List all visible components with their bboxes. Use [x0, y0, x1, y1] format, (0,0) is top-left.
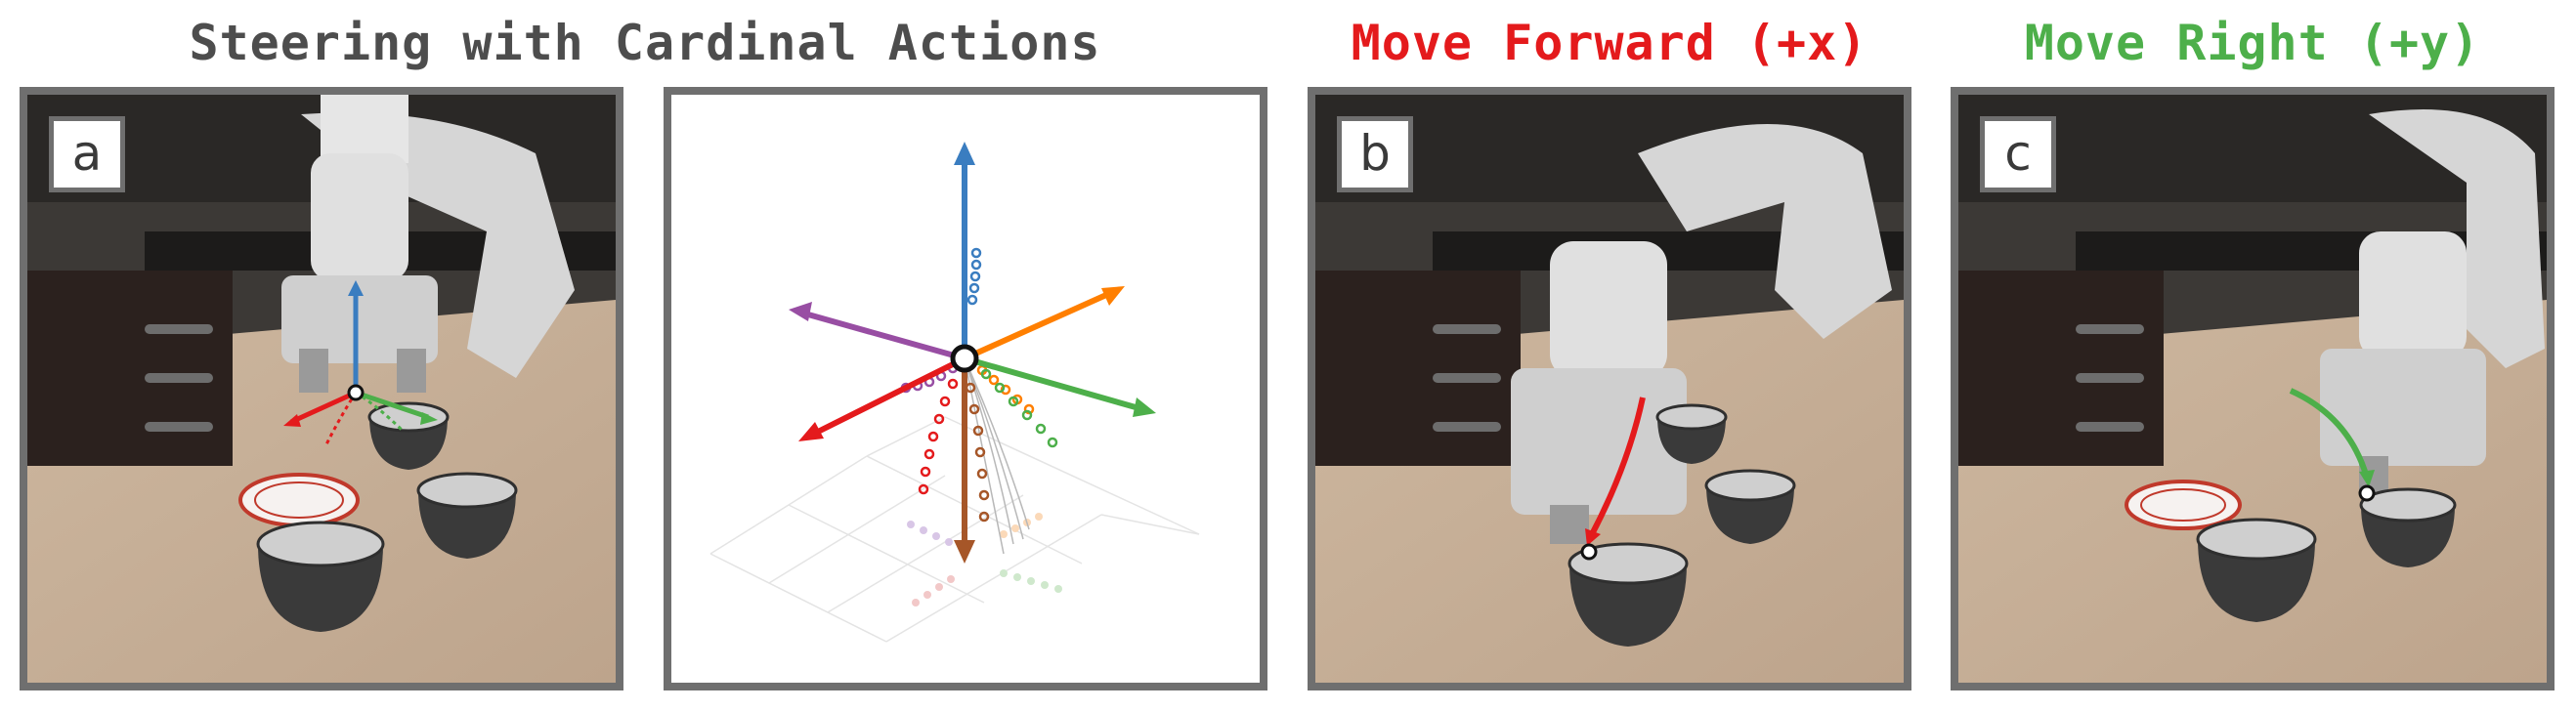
panel-b-scene: b: [1308, 87, 1911, 690]
panel-c-scene: c: [1951, 87, 2555, 690]
panel-label-c: c: [1980, 116, 2056, 192]
cardinal-arrows-plot: [671, 95, 1260, 683]
panel-label-a: a: [49, 116, 125, 192]
scene-c-image: [1958, 95, 2547, 683]
scene-b-image: [1315, 95, 1904, 683]
scene-a-image: [27, 95, 616, 683]
panel-label-b: b: [1337, 116, 1413, 192]
panel-a-scene: a: [20, 87, 623, 690]
title-move-right: Move Right (+y): [2024, 15, 2481, 71]
title-steering: Steering with Cardinal Actions: [189, 15, 1101, 71]
panel-action-arrows-plot: [664, 87, 1267, 690]
title-move-forward: Move Forward (+x): [1351, 15, 1868, 71]
